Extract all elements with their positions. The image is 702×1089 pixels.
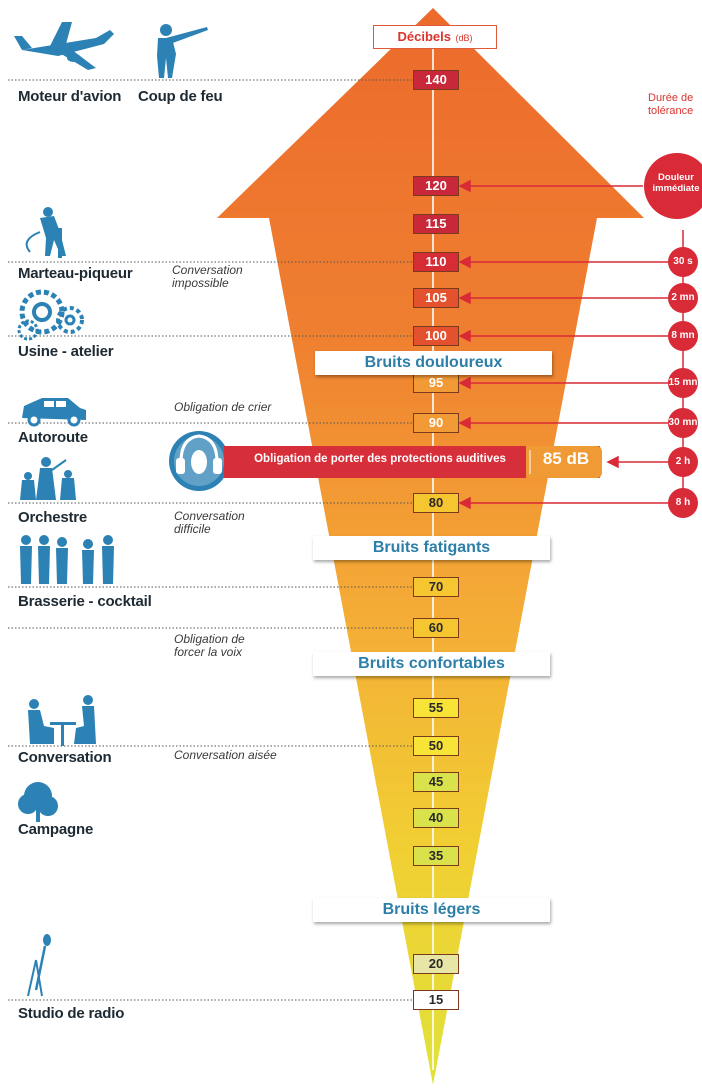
duration-circle: 8 h [668, 488, 698, 518]
source-label-coup-de-feu: Coup de feu [138, 88, 223, 105]
db-level-box: 70 [413, 577, 459, 597]
note-conversation-impossible: Conversation impossible [172, 263, 243, 290]
db-level-box: 60 [413, 618, 459, 638]
duration-circle: 30 mn [668, 408, 698, 438]
db-level-box: 120 [413, 176, 459, 196]
db-level-box: 40 [413, 808, 459, 828]
db-level-box: 115 [413, 214, 459, 234]
tolerance-title-line1: Durée de [648, 92, 694, 104]
note-conversation-aisee: Conversation aisée [174, 748, 277, 762]
note-conversation-difficile: Conversation difficile [174, 509, 245, 536]
db-level-box: 90 [413, 413, 459, 433]
immediate-pain-label: Douleur immédiate [650, 172, 702, 194]
duration-circle: 8 mn [668, 321, 698, 351]
band-bruits-fatigants: Bruits fatigants [313, 536, 550, 560]
airplane-icon [14, 22, 114, 70]
band-bruits-legers: Bruits légers [313, 898, 550, 922]
gears-icon [17, 289, 84, 341]
people-standing-icon [20, 535, 114, 584]
source-label-moteur-avion: Moteur d'avion [18, 88, 122, 105]
tolerance-title: Durée de tolérance [648, 92, 702, 118]
warning-value-box [526, 446, 602, 478]
ear-protection-icon [169, 431, 229, 491]
db-level-box: 100 [413, 326, 459, 346]
microphone-icon [27, 934, 51, 997]
tree-icon [18, 782, 58, 822]
source-label-conversation: Conversation [18, 749, 112, 766]
db-level-box: 45 [413, 772, 459, 792]
source-label-orchestre: Orchestre [18, 509, 88, 526]
immediate-pain-line2: immédiate [652, 183, 700, 194]
decibels-header: Décibels (dB) [373, 25, 497, 49]
tolerance-arrows [458, 179, 670, 510]
hearing-protection-warning-text: Obligation de porter des protections aud… [254, 453, 506, 465]
band-bruits-confortables: Bruits confortables [313, 652, 550, 676]
source-label-marteau-piqueur: Marteau-piqueur [18, 265, 133, 282]
duration-circle: 30 s [668, 247, 698, 277]
decibels-unit: (dB) [455, 33, 473, 43]
source-label-studio-radio: Studio de radio [18, 1005, 125, 1022]
duration-circle: 2 mn [668, 283, 698, 313]
db-level-box: 105 [413, 288, 459, 308]
immediate-pain-line1: Douleur [658, 172, 694, 183]
db-level-box: 55 [413, 698, 459, 718]
source-label-campagne: Campagne [18, 821, 94, 838]
note-forcer-la-voix: Obligation de forcer la voix [174, 632, 245, 659]
shooter-icon [157, 24, 208, 78]
band-bruits-douloureux: Bruits douloureux [315, 351, 552, 375]
source-label-usine-atelier: Usine - atelier [18, 343, 114, 360]
tolerance-title-line2: tolérance [648, 105, 694, 117]
source-label-brasserie-cocktail: Brasserie - cocktail [18, 593, 152, 610]
db-level-box: 80 [413, 493, 459, 513]
db-level-box: 50 [413, 736, 459, 756]
hearing-protection-warning-bar [224, 446, 600, 478]
jackhammer-icon [25, 207, 66, 258]
car-icon [22, 398, 86, 427]
hearing-protection-warning-value: 85 dB [542, 449, 590, 468]
source-label-autoroute: Autoroute [18, 429, 88, 446]
note-obligation-crier: Obligation de crier [174, 400, 272, 414]
db-level-box: 140 [413, 70, 459, 90]
db-level-box: 110 [413, 252, 459, 272]
db-level-box: 95 [413, 373, 459, 393]
duration-circle: 2 h [668, 447, 698, 477]
db-level-box: 35 [413, 846, 459, 866]
immediate-pain-circle [644, 153, 702, 219]
db-level-box: 15 [413, 990, 459, 1010]
decibels-title: Décibels [397, 29, 451, 44]
orchestra-icon [20, 457, 76, 500]
duration-circle: 15 mn [668, 368, 698, 398]
db-level-box: 20 [413, 954, 459, 974]
people-sitting-icon [28, 695, 96, 746]
